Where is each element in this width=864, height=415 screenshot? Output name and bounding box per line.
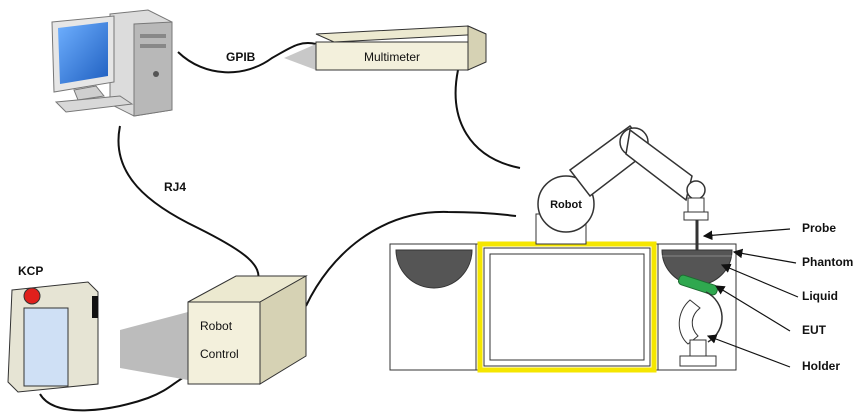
liquid-label: Liquid — [802, 289, 838, 303]
robot-control-label-line2: Control — [200, 347, 239, 361]
left-phantom-bowl — [395, 249, 473, 289]
robot-base — [537, 175, 595, 233]
cables — [39, 42, 521, 412]
holder — [678, 299, 701, 345]
probe-label: Probe — [802, 221, 836, 235]
robot-arm: Robot — [535, 124, 709, 262]
rj4-cable — [117, 125, 260, 283]
multimeter-box: Multimeter — [284, 25, 487, 71]
rj4-label: RJ4 — [164, 180, 186, 194]
multimeter-label: Multimeter — [364, 50, 420, 64]
test-assembly — [661, 249, 733, 367]
kcp-pendant: KCP — [7, 264, 99, 393]
multimeter-robot-cable — [454, 69, 521, 169]
desktop-computer-icon — [51, 9, 173, 117]
kcp-label: KCP — [18, 264, 43, 278]
robot-label: Robot — [550, 199, 582, 211]
eut-label: EUT — [802, 323, 827, 337]
kcp-emergency-button — [23, 287, 41, 305]
gpib-label: GPIB — [226, 50, 256, 64]
robot-control-label-line1: Robot — [200, 319, 233, 333]
gpib-cable — [177, 42, 317, 74]
holder-label: Holder — [802, 359, 840, 373]
kcp-control-cable — [39, 373, 191, 412]
callouts — [702, 228, 799, 368]
phantom-label: Phantom — [802, 255, 853, 269]
control-robot-cable — [305, 210, 517, 307]
robot-control-box: Robot Control — [120, 275, 308, 385]
